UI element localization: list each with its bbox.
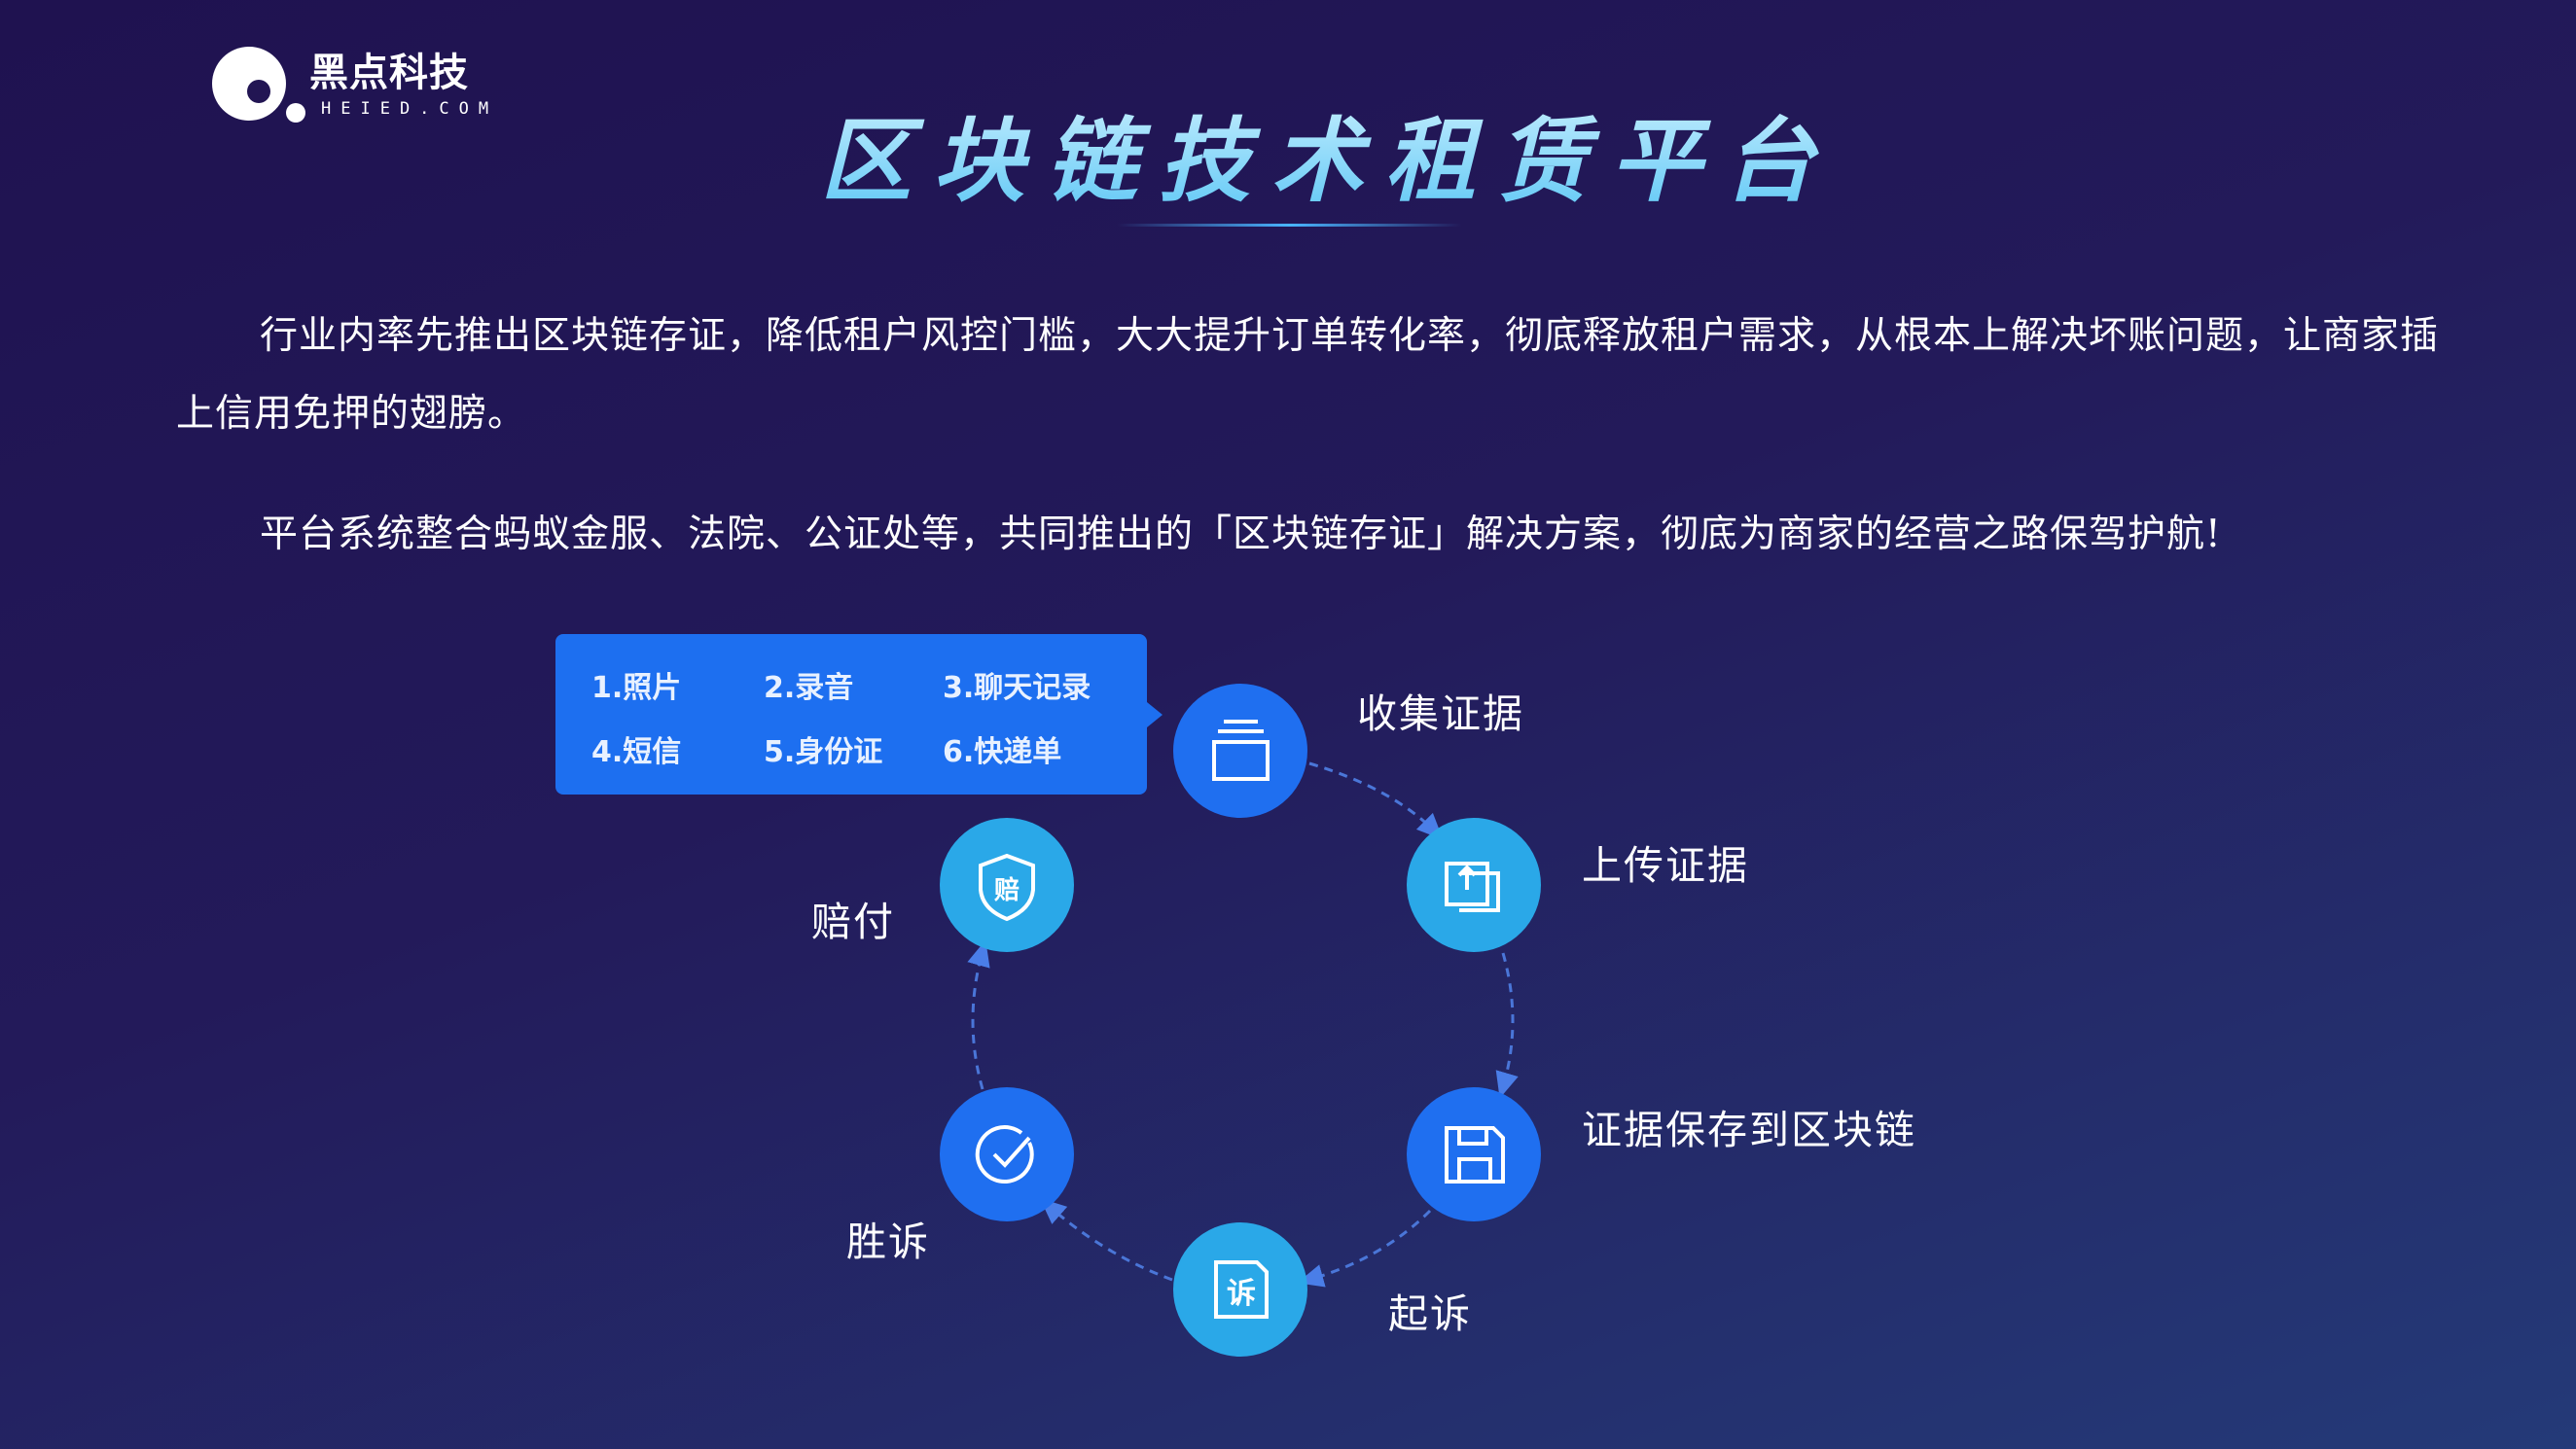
save-icon [1445, 1126, 1505, 1184]
logo-circle-icon [212, 47, 286, 121]
logo-dot-icon [286, 103, 305, 123]
step-collect [1173, 684, 1307, 818]
step-compensate: 赔 [940, 818, 1074, 952]
step-upload [1407, 818, 1541, 952]
step-sue: 诉 [1173, 1222, 1307, 1357]
cycle-arrows [967, 761, 1519, 1288]
box-icon [1212, 720, 1270, 781]
step-win [940, 1087, 1074, 1221]
page-title: 区块链技术租赁平台 [778, 88, 1878, 220]
step-save-blockchain [1407, 1087, 1541, 1221]
brand-logo: 黑点科技 HEIED.COM [212, 47, 523, 128]
svg-text:赔: 赔 [994, 876, 1020, 905]
intro-paragraph: 行业内率先推出区块链存证，降低租户风控门槛，大大提升订单转化率，彻底释放租户需求… [176, 314, 2440, 436]
evidence-item: 5.身份证 [764, 735, 883, 769]
step-label-save: 证据保存到区块链 [1582, 1107, 1916, 1153]
step-label-sue: 起诉 [1388, 1290, 1472, 1337]
evidence-item: 6.快递单 [943, 735, 1062, 769]
step-label-upload: 上传证据 [1582, 842, 1749, 889]
lawsuit-document-icon: 诉 [1214, 1260, 1269, 1319]
svg-text:诉: 诉 [1227, 1277, 1256, 1311]
check-circle-icon [975, 1125, 1034, 1184]
step-label-collect: 收集证据 [1357, 690, 1524, 737]
solution-paragraph: 平台系统整合蚂蚁金服、法院、公证处等，共同推出的「区块链存证」解决方案，彻底为商… [260, 512, 2222, 556]
logo-name: 黑点科技 [309, 51, 469, 95]
step-label-win: 胜诉 [846, 1219, 930, 1265]
evidence-item: 1.照片 [591, 671, 682, 705]
compensation-shield-icon: 赔 [979, 853, 1035, 922]
evidence-item: 3.聊天记录 [943, 671, 1091, 705]
upload-icon [1445, 862, 1500, 912]
evidence-item: 4.短信 [591, 735, 682, 769]
logo-url: HEIED.COM [321, 99, 499, 119]
title-underline [1117, 224, 1462, 227]
evidence-types-box: 1.照片 2.录音 3.聊天记录 4.短信 5.身份证 6.快递单 [555, 634, 1163, 795]
step-label-compensate: 赔付 [811, 899, 895, 945]
evidence-item: 2.录音 [764, 671, 854, 705]
